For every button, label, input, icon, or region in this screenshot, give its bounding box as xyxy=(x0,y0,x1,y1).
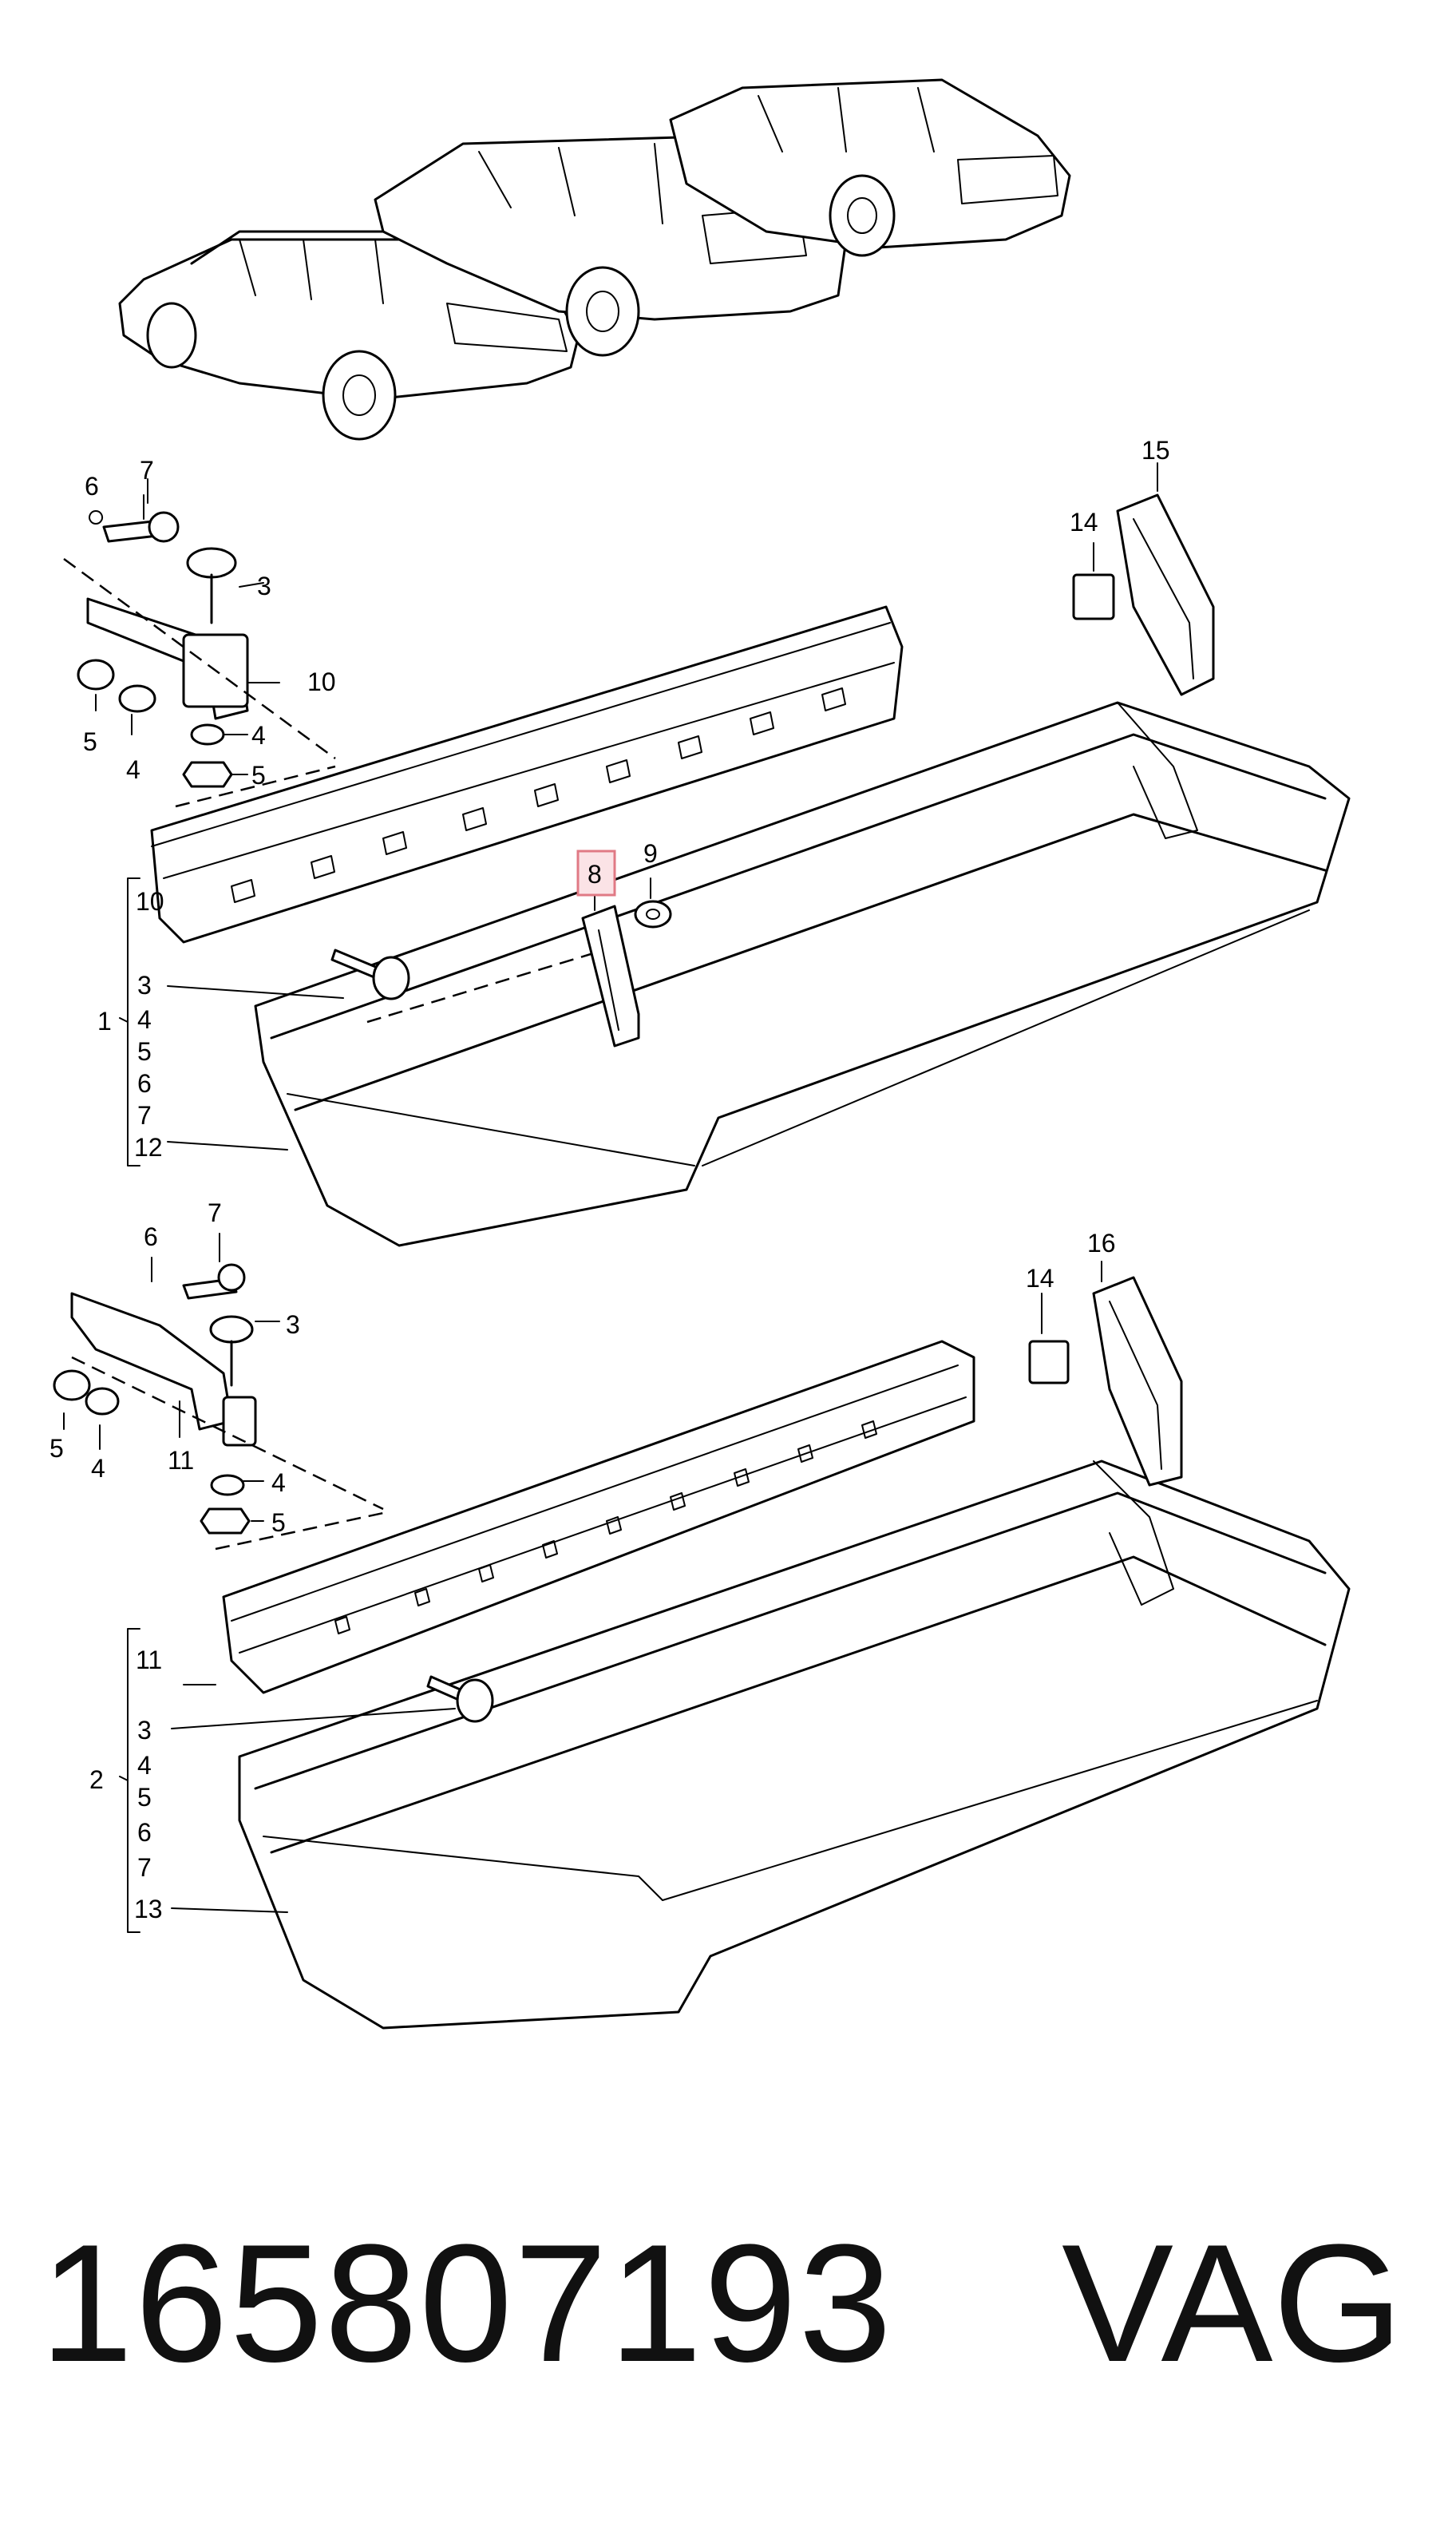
callout-4: 4 xyxy=(91,1454,105,1483)
callout-13: 13 xyxy=(134,1895,163,1923)
callout-4: 4 xyxy=(137,1751,152,1780)
car-hatchback-illustration xyxy=(118,230,580,441)
callout-7: 7 xyxy=(137,1101,152,1130)
callout-5: 5 xyxy=(49,1434,64,1463)
lower-bumper-reinforcement xyxy=(222,1340,975,1694)
callout-2: 2 xyxy=(89,1765,104,1794)
callout-15: 15 xyxy=(1141,436,1170,465)
callout-3: 3 xyxy=(257,572,271,600)
callout-8: 8 xyxy=(588,860,602,889)
callout-3: 3 xyxy=(137,1716,152,1745)
brand-name: VAG xyxy=(1062,2209,1403,2397)
callout-4: 4 xyxy=(251,721,266,750)
callout-9: 9 xyxy=(643,839,658,868)
callout-7: 7 xyxy=(137,1853,152,1882)
callout-5: 5 xyxy=(137,1037,152,1066)
callout-16: 16 xyxy=(1087,1229,1116,1258)
callout-5: 5 xyxy=(83,727,97,756)
callout-8-highlight xyxy=(576,850,616,897)
car-sedan-illustration xyxy=(669,78,1071,257)
upper-callout-lines xyxy=(95,462,1158,1166)
callout-5: 5 xyxy=(137,1783,152,1812)
callout-7: 7 xyxy=(140,456,154,485)
callout-14: 14 xyxy=(1026,1264,1054,1293)
lower-hardware xyxy=(53,1263,494,1723)
callout-5: 5 xyxy=(251,761,266,790)
callout-4: 4 xyxy=(137,1005,152,1034)
callout-1: 1 xyxy=(97,1007,112,1036)
callout-5: 5 xyxy=(271,1508,286,1537)
lower-bracket-assembly xyxy=(70,1292,384,1551)
callout-10: 10 xyxy=(136,887,164,916)
callout-4: 4 xyxy=(126,755,140,784)
callout-11: 11 xyxy=(168,1446,194,1475)
upper-bumper-reinforcement xyxy=(150,605,904,944)
upper-hardware xyxy=(77,510,410,1000)
callout-4: 4 xyxy=(271,1468,286,1497)
callout-11: 11 xyxy=(136,1646,162,1674)
callout-6: 6 xyxy=(137,1069,152,1098)
highlighted-spacer-8 xyxy=(366,900,672,1048)
lower-bumper-cover xyxy=(238,1460,1351,2030)
callout-6: 6 xyxy=(85,472,99,501)
upper-bracket-assembly xyxy=(63,557,336,808)
upper-side-guide xyxy=(1072,493,1215,696)
callout-3: 3 xyxy=(286,1310,300,1339)
callout-14: 14 xyxy=(1070,508,1098,537)
upper-bumper-cover xyxy=(254,701,1351,1247)
callout-6: 6 xyxy=(144,1222,158,1251)
lower-side-guide xyxy=(1028,1276,1183,1487)
callout-10: 10 xyxy=(307,667,336,696)
callout-12: 12 xyxy=(134,1133,163,1162)
callout-3: 3 xyxy=(137,971,152,1000)
lower-callout-lines xyxy=(63,1233,1102,1933)
callout-7: 7 xyxy=(208,1198,222,1227)
part-number: 165807193 xyxy=(40,2209,894,2397)
callout-6: 6 xyxy=(137,1818,152,1847)
